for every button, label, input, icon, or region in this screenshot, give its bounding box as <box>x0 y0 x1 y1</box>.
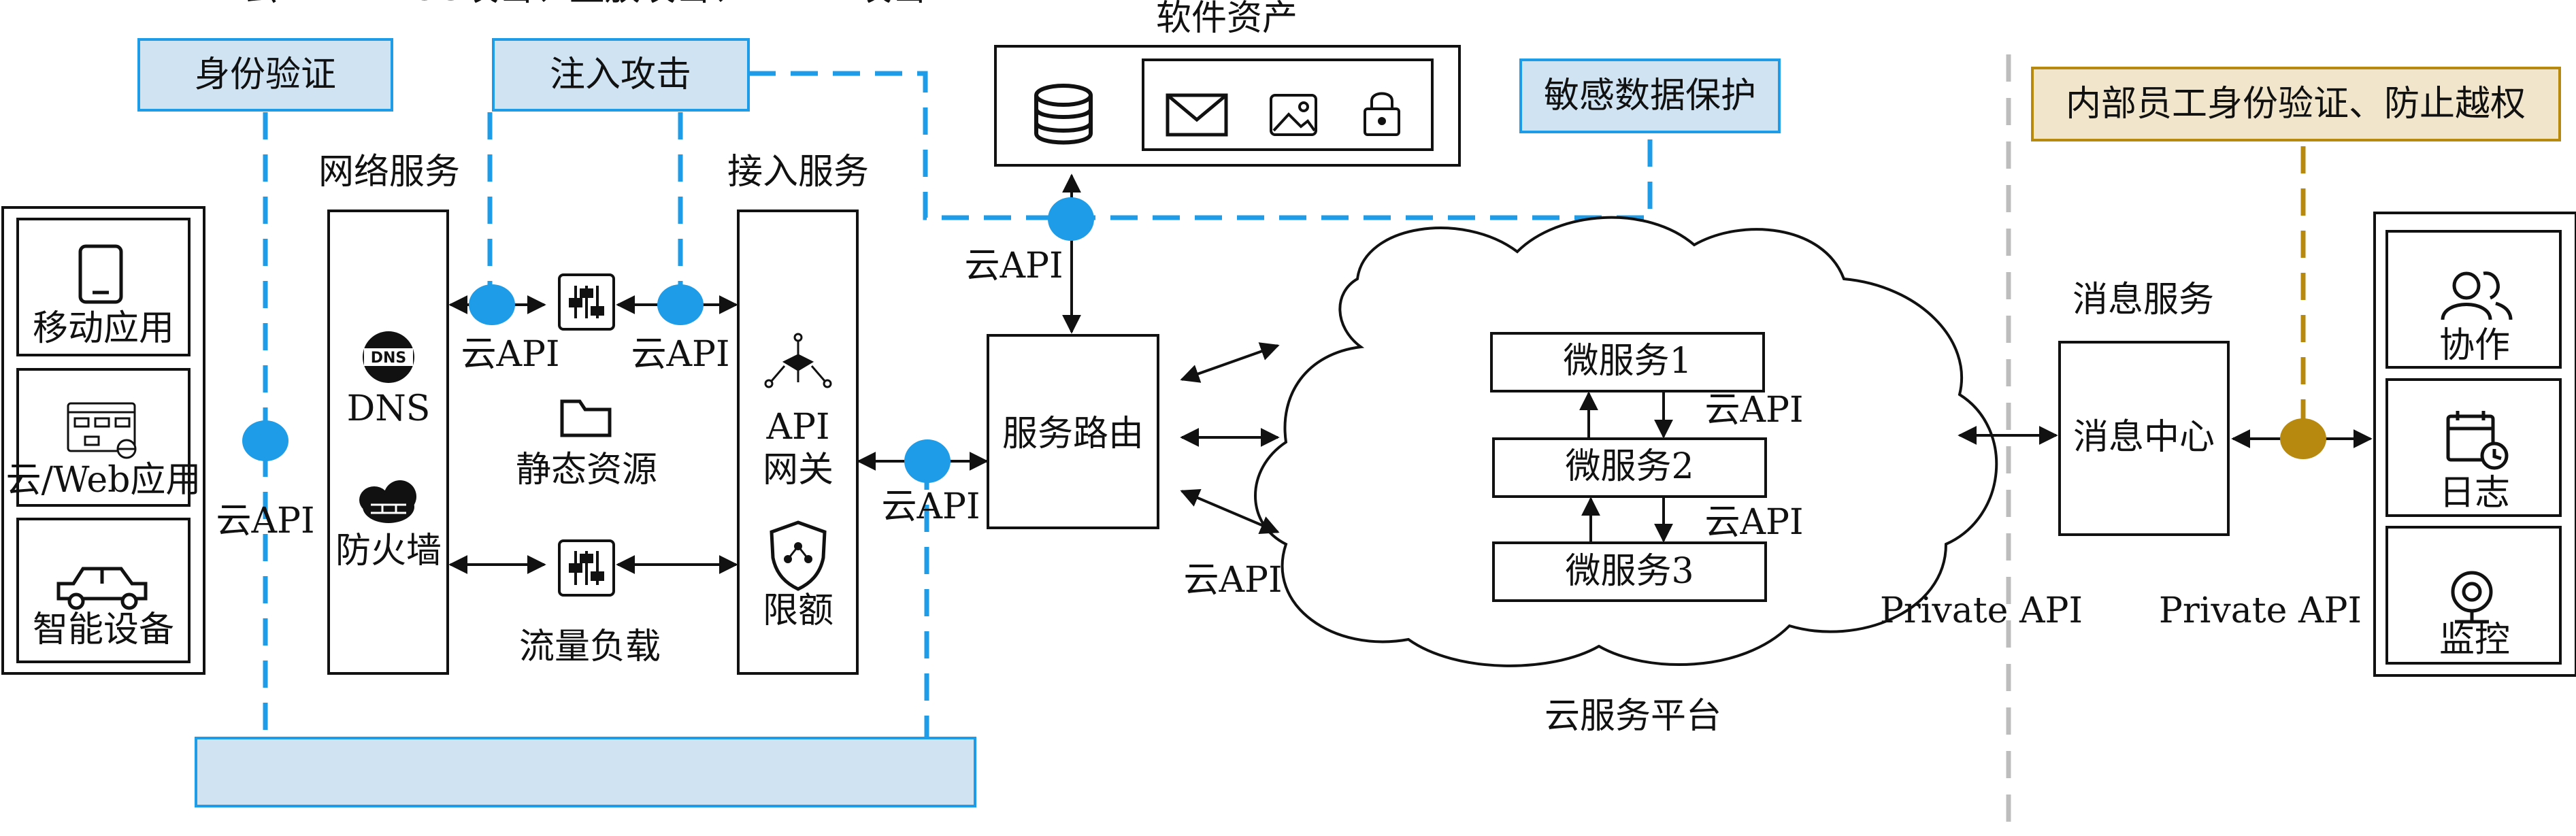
api-gateway-label-1: API <box>765 407 829 448</box>
lock-icon <box>1364 92 1400 136</box>
client-web-box <box>16 368 191 507</box>
microservice-3-box <box>1492 541 1767 602</box>
api-gateway-label-2: 网关 <box>763 450 833 490</box>
api-dots <box>242 197 1094 483</box>
injection-attack-label: 注入攻击 <box>550 54 691 95</box>
collaborate-label: 协作 <box>2439 325 2510 366</box>
dns-icon: DNS <box>363 331 414 383</box>
cloud-api-label: 云API <box>964 246 1063 286</box>
internal-auth-callout <box>2031 67 2561 141</box>
client-web-label: 云/Web应用 <box>6 460 201 501</box>
log-label: 日志 <box>2439 473 2510 514</box>
service-router-label: 服务路由 <box>1002 414 1144 454</box>
api-gateway-icon <box>764 333 832 388</box>
microservice-2-label: 微服务2 <box>1565 446 1694 487</box>
microservice-3-label: 微服务3 <box>1565 551 1694 592</box>
service-router-box <box>987 334 1159 529</box>
microservice-2-box <box>1492 437 1767 498</box>
firewall-label: 防火墙 <box>335 531 442 571</box>
message-center-label: 消息中心 <box>2073 417 2215 458</box>
calendar-clock-icon <box>2446 411 2509 470</box>
svg-text:DNS: DNS <box>371 350 407 367</box>
sensitive-data-callout <box>1519 58 1781 133</box>
users-icon <box>2441 271 2513 320</box>
dns-label: DNS <box>347 388 431 429</box>
ddos-attack-callout <box>195 737 976 807</box>
identity-auth-callout <box>137 38 393 112</box>
cloud-api-label: 云API <box>216 501 314 541</box>
microservice-arrows <box>1579 391 1673 543</box>
ddos-attack-label: 云API DDOS攻击、重放攻击、MITM攻击 <box>244 0 927 9</box>
injection-attack-callout <box>492 38 750 112</box>
cloud-api-label: 云API <box>461 334 559 375</box>
cloud-api-label: 云API <box>1183 560 1282 601</box>
folder-icon <box>560 399 612 437</box>
client-mobile-label: 移动应用 <box>33 308 174 349</box>
client-mobile-box <box>16 218 191 356</box>
web-app-icon <box>67 402 137 459</box>
collaborate-box <box>2385 230 2562 369</box>
phone-icon <box>78 244 123 304</box>
image-icon <box>1270 94 1317 136</box>
identity-auth-label: 身份验证 <box>195 54 336 95</box>
webcam-icon <box>2451 571 2493 624</box>
traffic-load-label: 流量负载 <box>519 626 661 667</box>
software-assets-label: 软件资产 <box>1156 0 1298 39</box>
message-center-box <box>2058 341 2230 536</box>
cloud-api-label: 云API <box>631 334 729 375</box>
cloud-api-label: 云API <box>881 486 980 527</box>
microservice-1-label: 微服务1 <box>1563 341 1691 382</box>
mail-icon <box>1166 93 1228 137</box>
cloud-api-label: 云API <box>1704 502 1803 543</box>
cloud-platform-label: 云服务平台 <box>1545 696 1721 737</box>
network-service-title: 网络服务 <box>318 152 460 193</box>
private-api-label: Private API <box>1880 590 2083 631</box>
network-service-box <box>327 210 449 675</box>
internal-auth-label: 内部员工身份验证、防止越权 <box>2066 84 2526 124</box>
cloud-api-label: 云API <box>1704 390 1803 431</box>
quota-icon <box>770 520 827 591</box>
slider-icon <box>558 273 615 331</box>
message-service-title: 消息服务 <box>2073 280 2214 320</box>
slider-icon <box>558 539 615 597</box>
firewall-icon <box>359 480 416 523</box>
database-icon <box>1034 84 1093 145</box>
log-box <box>2385 378 2562 517</box>
static-resources-label: 静态资源 <box>516 450 657 490</box>
access-service-box <box>737 210 859 675</box>
client-device-label: 智能设备 <box>33 609 174 650</box>
monitor-label: 监控 <box>2439 620 2510 661</box>
sensitive-data-label: 敏感数据保护 <box>1544 76 1756 116</box>
quota-label: 限额 <box>763 590 833 631</box>
monitor-box <box>2385 526 2562 665</box>
car-icon <box>56 567 148 610</box>
microservice-1-box <box>1490 332 1765 392</box>
private-api-label: Private API <box>2159 590 2362 631</box>
access-service-title: 接入服务 <box>727 152 869 193</box>
private-api-dot <box>2280 418 2326 459</box>
client-device-box <box>16 518 191 663</box>
